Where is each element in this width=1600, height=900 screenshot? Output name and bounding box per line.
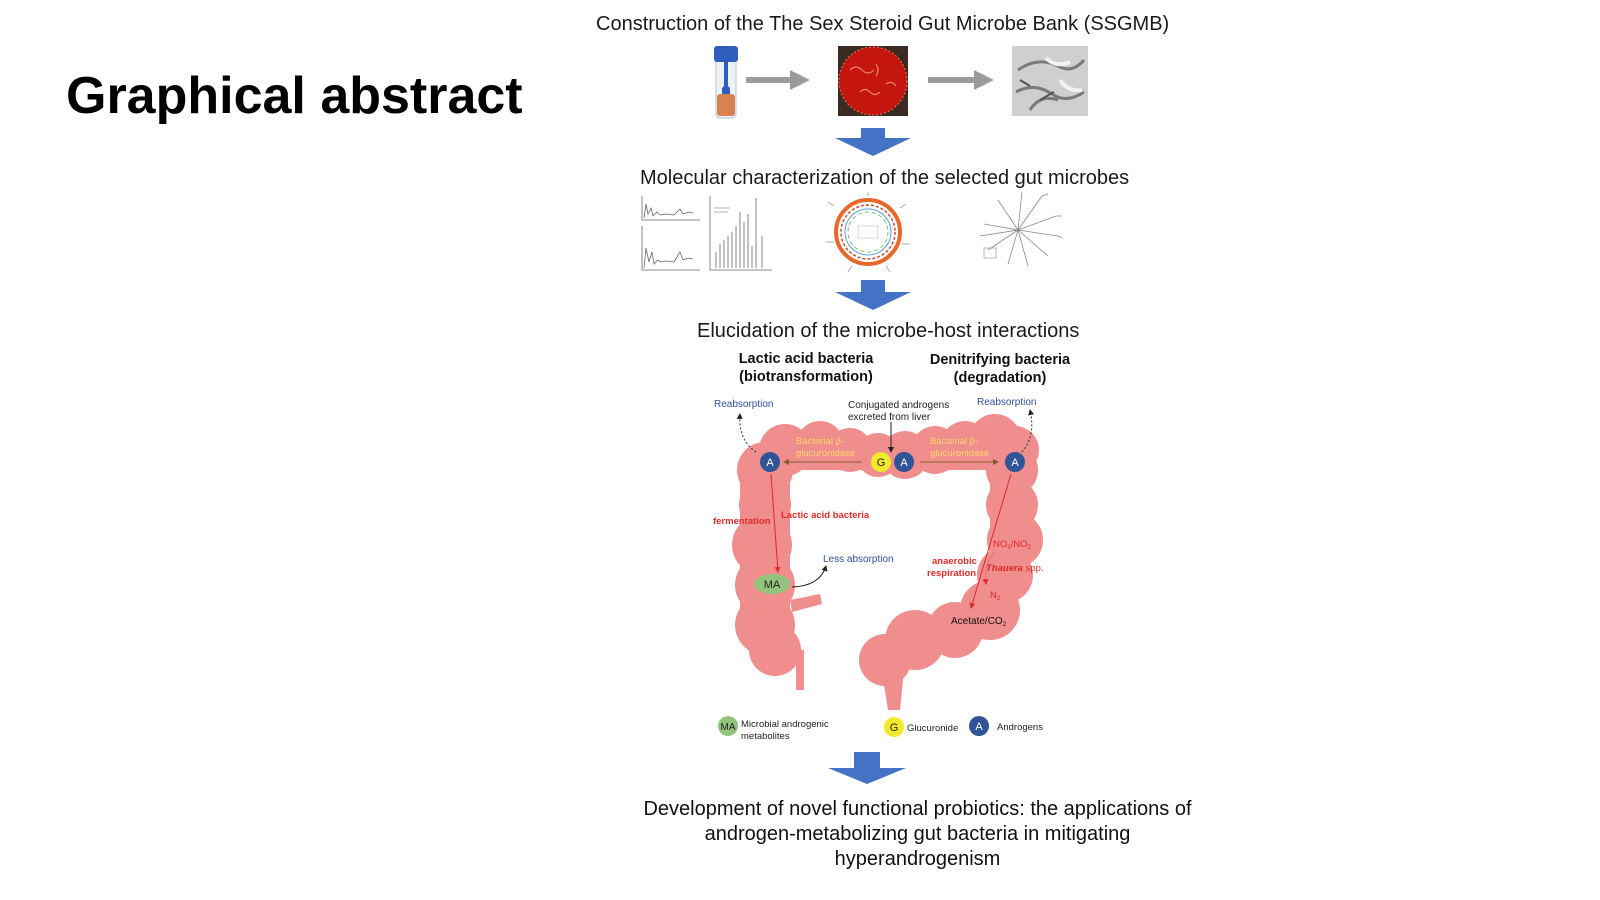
lactic-acid-bacteria-heading: Lactic acid bacteria (biotransformation) <box>722 350 890 386</box>
anaerobic-label-line-2: respiration <box>927 568 976 579</box>
reabsorption-right-label: Reabsorption <box>977 397 1036 408</box>
right-arrow-icon <box>746 70 810 90</box>
reabsorption-left-arrow <box>736 413 757 453</box>
fermentation-arrow <box>770 473 781 573</box>
svg-text:G: G <box>890 722 899 734</box>
lab-heading-line-2: (biotransformation) <box>739 369 873 385</box>
enzyme-right-line-2: glucuronidase <box>930 448 989 459</box>
step-final-conclusion: Development of novel functional probioti… <box>643 798 1192 870</box>
enzyme-left-line-1: Bacterial β- <box>796 436 844 447</box>
mass-spectrum-icon <box>641 196 772 271</box>
legend-item-glucuronide: G Glucuronide <box>884 717 958 737</box>
reabsorption-left-label: Reabsorption <box>714 399 773 410</box>
lab-heading-line-1: Lactic acid bacteria <box>738 351 874 367</box>
culture-plate-icon <box>838 46 908 116</box>
step-elucidation-heading: Elucidation of the microbe-host interact… <box>697 320 1080 342</box>
down-arrow-icon <box>828 752 906 784</box>
denitrification-arrow <box>982 551 996 585</box>
n2-label: N2 <box>990 590 1001 602</box>
den-heading-line-2: (degradation) <box>953 370 1047 386</box>
lactic-acid-bacteria-label: Lactic acid bacteria <box>781 510 870 521</box>
denitrifying-bacteria-heading: Denitrifying bacteria (degradation) <box>910 351 1090 387</box>
legend: MA Microbial androgenic metabolites G Gl… <box>718 716 1043 742</box>
fermentation-label: fermentation <box>713 516 771 527</box>
down-arrow-icon <box>835 280 911 310</box>
down-arrow-icon <box>835 128 911 156</box>
anaerobic-respiration-arrow <box>969 473 1012 609</box>
nitrate-nitrite-label: NO3/NO2 <box>993 539 1031 551</box>
legend-item-metabolites: MA Microbial androgenic metabolites <box>718 716 829 742</box>
androgen-right-node: A <box>1005 452 1025 472</box>
conjugated-label-line-1: Conjugated androgens <box>848 400 949 411</box>
enzyme-left-line-2: glucuronidase <box>796 448 855 459</box>
construction-images <box>714 46 1088 119</box>
legend-item-androgens: A Androgens <box>969 716 1043 736</box>
anaerobic-label-line-1: anaerobic <box>932 556 977 567</box>
sample-tube-icon <box>714 46 738 119</box>
svg-text:G: G <box>877 457 886 469</box>
svg-text:A: A <box>766 457 774 469</box>
less-absorption-label: Less absorption <box>823 554 894 565</box>
svg-text:A: A <box>975 721 983 733</box>
svg-text:Androgens: Androgens <box>997 722 1043 733</box>
androgen-conjugated-node: A <box>894 452 914 472</box>
enzyme-right-line-1: Bacterial β- <box>930 436 978 447</box>
microscopy-image-icon <box>1012 46 1088 116</box>
slide-title: Graphical abstract <box>66 67 523 125</box>
svg-text:MA: MA <box>721 722 736 733</box>
thauera-label: Thauera spp. <box>986 563 1044 574</box>
phylogenetic-tree-icon <box>979 192 1063 267</box>
svg-text:MA: MA <box>764 579 781 591</box>
svg-text:Glucuronide: Glucuronide <box>907 723 958 734</box>
metabolite-node: MA <box>754 574 790 594</box>
conjugated-label-line-2: excreted from liver <box>848 412 931 423</box>
step-construction-heading: Construction of the The Sex Steroid Gut … <box>596 13 1170 35</box>
circular-genome-map-icon <box>826 192 910 273</box>
acetate-co2-label: Acetate/CO2 <box>951 616 1007 628</box>
svg-text:metabolites: metabolites <box>741 731 790 742</box>
less-absorption-arrow <box>791 565 828 588</box>
androgen-left-node: A <box>760 452 780 472</box>
svg-text:Microbial androgenic: Microbial androgenic <box>741 719 829 730</box>
reabsorption-right-arrow <box>1021 409 1035 453</box>
glucuronide-node: G <box>871 452 891 472</box>
step-molecular-heading: Molecular characterization of the select… <box>640 167 1130 189</box>
svg-text:A: A <box>1011 457 1019 469</box>
molecular-images <box>641 192 1063 273</box>
svg-text:A: A <box>900 457 908 469</box>
right-arrow-icon <box>928 70 994 90</box>
den-heading-line-1: Denitrifying bacteria <box>929 352 1071 368</box>
